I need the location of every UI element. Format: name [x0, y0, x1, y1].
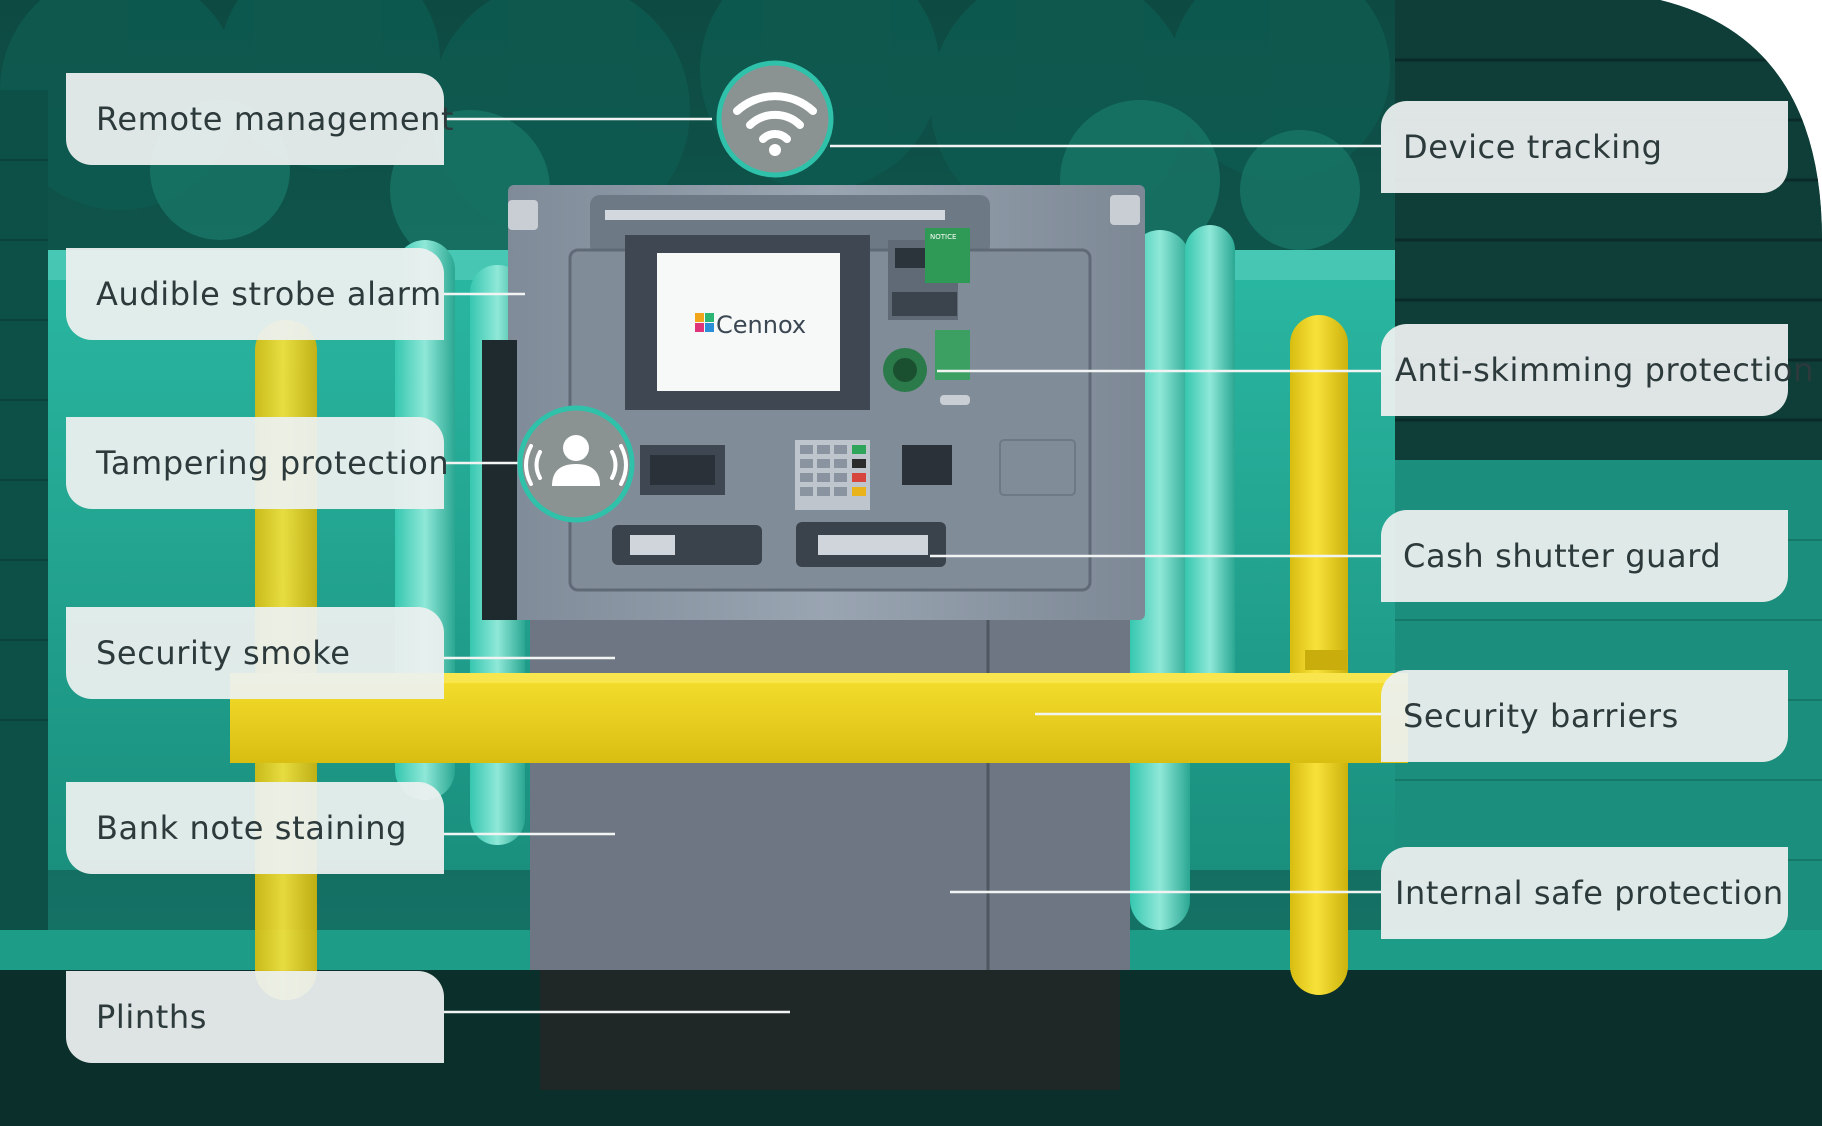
callout-label: Anti-skimming protection	[1395, 351, 1815, 389]
callout-cash-shutter-guard: Cash shutter guard	[1381, 510, 1788, 602]
callout-label: Security barriers	[1403, 697, 1679, 735]
callout-label: Bank note staining	[96, 809, 408, 847]
callout-remote-management: Remote management	[66, 73, 454, 165]
callout-plinths: Plinths	[66, 971, 444, 1063]
atm-notice-label: NOTICE	[930, 233, 956, 241]
callout-label: Tampering protection	[96, 444, 450, 482]
logo-text: Cennox	[716, 311, 806, 339]
callout-anti-skimming-protection: Anti-skimming protection	[1381, 324, 1814, 416]
callout-security-smoke: Security smoke	[66, 607, 444, 699]
callout-label: Internal safe protection	[1395, 874, 1784, 912]
callout-label: Audible strobe alarm	[96, 275, 442, 313]
callout-security-barriers: Security barriers	[1381, 670, 1788, 762]
callout-connector-lines	[444, 117, 1381, 1014]
cennox-logo: Cennox	[695, 311, 806, 339]
callout-audible-strobe-alarm: Audible strobe alarm	[66, 248, 444, 340]
callout-label: Plinths	[96, 998, 208, 1036]
callout-label: Remote management	[96, 100, 455, 138]
person-alarm-icon	[517, 405, 635, 523]
callout-label: Cash shutter guard	[1403, 537, 1722, 575]
wifi-icon	[716, 60, 834, 178]
callout-internal-safe-protection: Internal safe protection	[1381, 847, 1788, 939]
callout-tampering-protection: Tampering protection	[66, 417, 449, 509]
callout-label: Security smoke	[96, 634, 351, 672]
callout-bank-note-staining: Bank note staining	[66, 782, 444, 874]
callout-label: Device tracking	[1403, 128, 1663, 166]
callout-device-tracking: Device tracking	[1381, 101, 1788, 193]
